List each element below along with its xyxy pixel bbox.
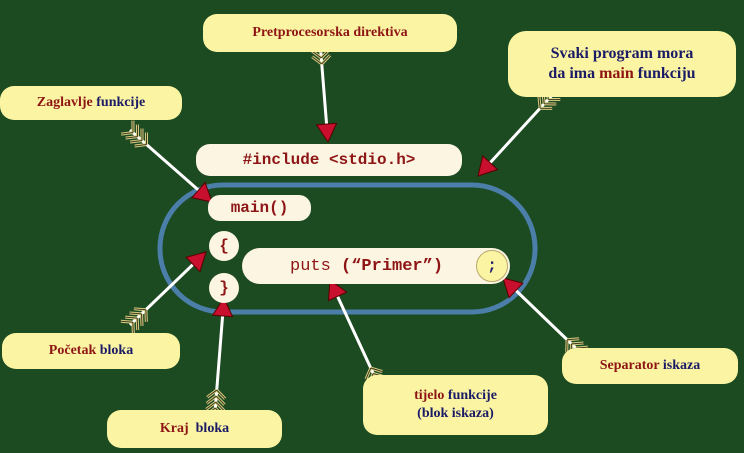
note-separator-a: Separator [599,358,660,373]
arrow-function-header-feather [120,120,135,136]
code-puts-fn: puts [290,256,342,276]
arrow-block-start-feather-edge [125,316,139,331]
code-main: main() [208,195,311,221]
code-open-brace: { [209,231,239,261]
arrow-block-end-head [211,296,234,318]
arrow-function-body-head [327,279,348,302]
arrow-main-required-head [477,155,499,177]
code-open-brace-text: { [219,237,229,255]
note-header-b: funkcije [92,95,146,110]
code-close-brace: } [209,273,239,303]
arrow-preprocessor [309,36,338,144]
arrow-function-header-feather-edge [134,132,148,147]
arrow-function-header-feather-edge [120,120,134,135]
arrow-preprocessor-shaft [318,41,329,125]
code-puts-arg: (“Primer”) [341,256,444,276]
arrow-preprocessor-head [315,122,338,144]
arrow-block-start [120,251,207,335]
arrow-function-body-shaft [336,295,382,389]
note-main-line2: da ima main funkciju [548,64,695,84]
note-preprocessor-text: Pretprocesorska direktiva [252,25,408,40]
arrow-function-body-feather-edge [365,367,383,380]
code-semicolon: ; [476,250,508,282]
note-end-a: Kraj [159,421,189,436]
arrow-block-start-feather-edge [133,308,147,322]
note-function-body: tijelo funkcije (blok iskaza) [363,375,548,435]
arrow-function-header-feather-edge [125,124,139,139]
arrow-block-start-feather-edge [129,312,143,326]
note-end-b: bloka [188,421,230,436]
code-semicolon-text: ; [487,257,497,275]
arrow-block-end-shaft [213,315,225,413]
arrow-block-start-shaft [128,263,195,327]
note-main-line2-a: da ima [548,65,600,82]
note-start-a: Početak [48,343,97,358]
arrow-function-header [120,120,213,203]
note-main-keyword: main [599,65,634,82]
note-function-header: Zaglavlje funkcije [0,86,182,120]
note-main-line2-c: funkciju [633,65,696,82]
code-include-text: #include <stdio.h> [242,151,416,169]
arrow-separator-shaft [514,289,585,357]
note-statement-separator: Separator iskaza [562,348,738,384]
arrow-function-header-shaft [129,128,200,192]
arrow-preprocessor-feather-edge [311,54,331,65]
note-block-start: Početak bloka [2,333,180,369]
code-close-brace-text: } [219,279,229,297]
arrow-block-start-feather-edge [120,320,134,335]
note-body-a: tijelo [414,388,445,403]
note-body-b: funkcije [444,388,497,403]
note-main-line1: Svaki program mora [550,45,694,62]
note-main-required: Svaki program mora da ima main funkciju [508,31,736,97]
arrow-block-end-feather-edge [206,389,226,400]
code-include: #include <stdio.h> [196,144,462,176]
note-header-a: Zaglavlje [36,95,93,110]
note-body-line2: (blok iskaza) [417,406,494,421]
program-container [157,182,538,315]
arrow-block-end-feather-edge [206,395,225,406]
note-block-end: Kraj bloka [107,410,282,448]
arrow-function-header-head [190,181,213,203]
note-preprocessor-directive: Pretprocesorska direktiva [203,14,457,52]
arrow-block-start-head [185,251,207,273]
note-start-b: bloka [96,343,134,358]
arrow-separator-head [502,277,524,299]
code-puts-statement: puts (“Primer”) [242,248,510,284]
arrow-function-header-feather-edge [130,128,143,143]
arrow-block-end-feather-edge [205,401,225,412]
arrow-main-required-feather-edge [538,96,553,109]
arrow-block-end [204,296,234,418]
note-separator-b: iskaza [659,358,701,373]
code-main-text: main() [230,199,289,217]
